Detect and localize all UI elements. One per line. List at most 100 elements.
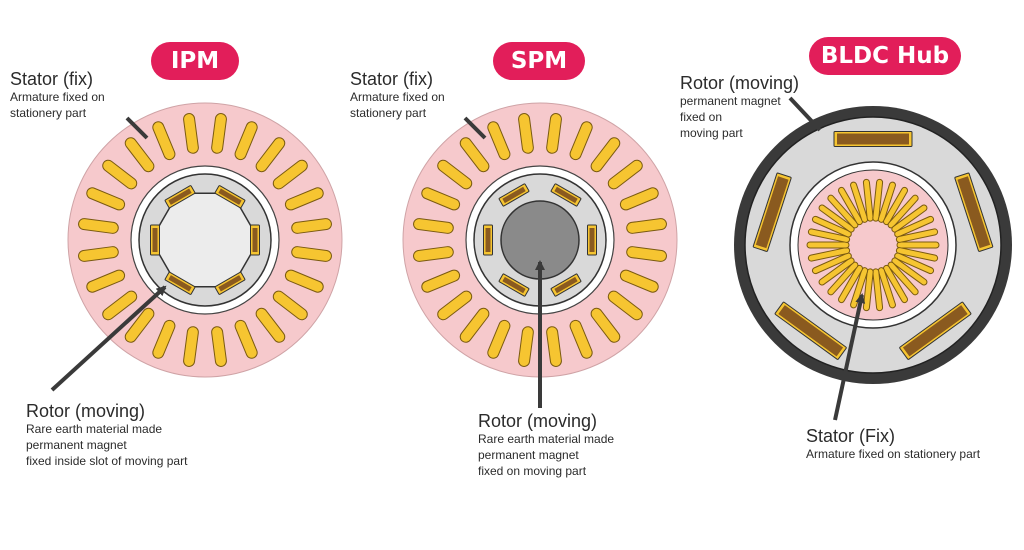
spm-stator-title: Stator (fix) [350, 69, 434, 89]
stator-coil [878, 268, 895, 308]
stator-coil [438, 160, 472, 189]
stator-coil [519, 114, 533, 153]
bldc-rotor-desc-2: fixed on [680, 110, 723, 124]
stator-coil [235, 122, 257, 160]
spm-stator-pointer [463, 116, 487, 140]
stator-coil [863, 269, 873, 311]
stator-coil [851, 268, 868, 308]
spm-rotor-label: Rotor (moving) Rare earth material made … [478, 411, 614, 479]
ipm-stator-coils [78, 113, 332, 367]
stator-coil [212, 327, 226, 366]
stator-coil [87, 270, 125, 292]
ipm-stator-pointer [125, 116, 149, 140]
bldc-rotor-label: Rotor (moving) permanent magnet fixed on… [680, 73, 799, 141]
stator-coil [273, 291, 307, 320]
ipm-rotor-desc-3: fixed inside slot of moving part [26, 454, 188, 468]
stator-coil [812, 253, 851, 274]
stator-coil [878, 182, 895, 222]
permanent-magnet [957, 176, 991, 249]
stator-coil [438, 291, 472, 320]
bldc-magnets [752, 131, 994, 360]
bldc-rotor-desc-3: moving part [680, 126, 743, 140]
spm-rotor-desc-2: permanent magnet [478, 448, 579, 462]
stator-coil [873, 269, 883, 311]
stator-coil [212, 114, 226, 153]
stator-coil [873, 179, 883, 221]
permanent-magnet [589, 228, 595, 252]
stator-coil [184, 327, 198, 366]
permanent-magnet [252, 228, 258, 252]
spm-rotor-desc-1: Rare earth material made [478, 432, 615, 446]
stator-coil [292, 247, 331, 261]
bldc-rotor-title: Rotor (moving) [680, 73, 800, 93]
spm-motor [402, 102, 678, 378]
stator-coil [896, 229, 938, 242]
spm-rotor-desc-3: fixed on moving part [478, 464, 587, 478]
stator-coil [627, 247, 666, 261]
permanent-magnet [168, 275, 192, 292]
stator-coil [884, 265, 907, 303]
bldc-stator-desc-1: Armature fixed on stationery part [806, 447, 981, 461]
stator-coil [422, 270, 460, 292]
permanent-magnet [152, 228, 158, 252]
stator-coil [125, 138, 154, 172]
ipm-rotor-pointer [50, 285, 167, 392]
stator-coil [285, 188, 323, 210]
spm-rotor-title: Rotor (moving) [478, 411, 598, 431]
stator-coil [460, 308, 489, 342]
stator-coil [285, 270, 323, 292]
ipm-rotor-desc-1: Rare earth material made [26, 422, 163, 436]
permanent-magnet [168, 188, 192, 205]
stator-coil [608, 291, 642, 320]
stator-coil [103, 160, 137, 189]
spm-stator-label: Stator (fix) Armature fixed on stationer… [350, 69, 445, 121]
stator-coil [892, 205, 927, 232]
ipm-magnets [150, 185, 260, 295]
stator-coil [808, 229, 850, 242]
stator-coil [627, 219, 666, 233]
spm-stator-coils [413, 113, 667, 367]
stator-coil [892, 258, 927, 285]
stator-coil [460, 138, 489, 172]
stator-coil [547, 327, 561, 366]
ipm-badge: IPM [151, 42, 239, 80]
permanent-magnet [218, 188, 242, 205]
stator-coil [414, 247, 453, 261]
stator-coil [591, 308, 620, 342]
stator-coil [888, 262, 918, 295]
stator-coil [819, 258, 854, 285]
bldc-stator-coils [806, 178, 940, 312]
stator-coil [235, 320, 257, 358]
stator-coil [256, 308, 285, 342]
ipm-rotor-title: Rotor (moving) [26, 401, 146, 421]
stator-coil [839, 265, 862, 303]
stator-coil [851, 182, 868, 222]
stator-coil [863, 179, 873, 221]
bldc-stator-label: Stator (Fix) Armature fixed on stationer… [806, 426, 980, 462]
stator-coil [591, 138, 620, 172]
stator-coil [828, 195, 858, 228]
stator-coil [79, 219, 118, 233]
permanent-magnet [778, 305, 844, 357]
spm-badge: SPM [493, 42, 585, 80]
stator-coil [184, 114, 198, 153]
stator-coil [103, 291, 137, 320]
bldc-motor [734, 106, 1012, 384]
ipm-stator-desc-2: stationery part [10, 106, 87, 120]
bldc-stator-title: Stator (Fix) [806, 426, 896, 446]
stator-coil [839, 187, 862, 225]
stator-coil [812, 216, 851, 237]
stator-coil [884, 187, 907, 225]
stator-coil [488, 320, 510, 358]
ipm-stator-desc-1: Armature fixed on [10, 90, 105, 104]
spm-stator-desc-1: Armature fixed on [350, 90, 445, 104]
stator-coil [256, 138, 285, 172]
stator-coil [888, 195, 918, 228]
stator-coil [153, 122, 175, 160]
stator-coil [153, 320, 175, 358]
ipm-rotor-label: Rotor (moving) Rare earth material made … [26, 401, 187, 469]
stator-coil [292, 219, 331, 233]
stator-coil [570, 320, 592, 358]
stator-coil [519, 327, 533, 366]
